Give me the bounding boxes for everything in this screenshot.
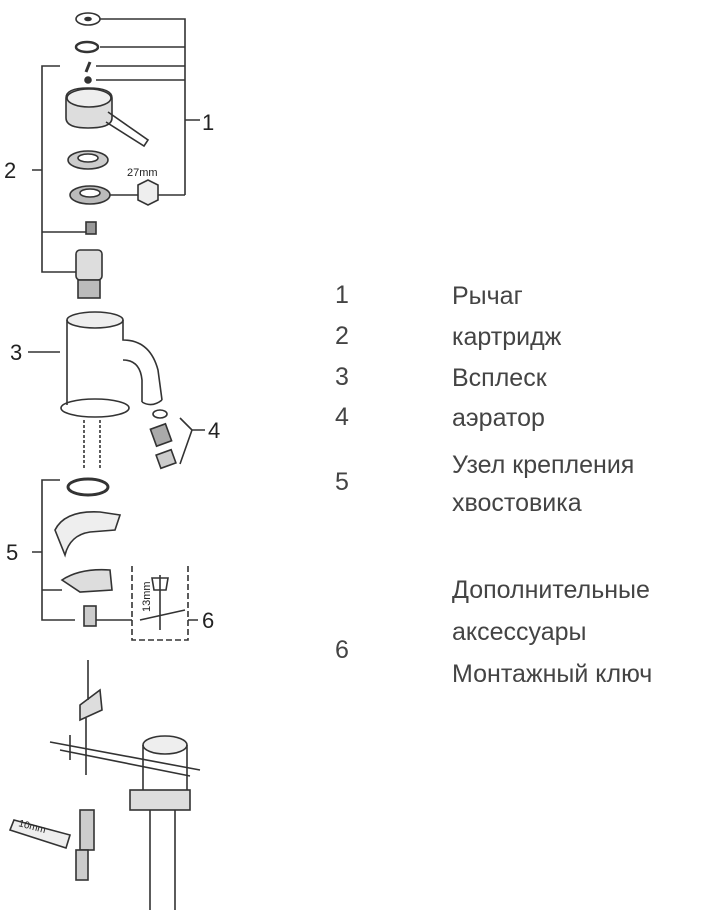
o-ring-part — [74, 40, 100, 54]
legend-label: Всплеск — [452, 364, 547, 392]
faucet-body-part — [28, 311, 163, 418]
callout-4: 4 — [208, 418, 220, 443]
legend-label: аэратор — [452, 404, 545, 432]
callout-2: 2 — [4, 158, 16, 183]
legend-label-line: хвостовика — [452, 489, 582, 517]
legend-label-line: Дополнительные — [452, 576, 650, 604]
legend-number: 1 — [335, 281, 349, 309]
legend-number: 6 — [335, 636, 349, 664]
legend-number: 4 — [335, 403, 349, 431]
wrench-size-label: 13mm — [141, 581, 153, 612]
legend-label: Рычаг — [452, 282, 523, 310]
nut-size-label: 27mm — [127, 167, 158, 179]
drain-part — [129, 735, 191, 910]
callout-6: 6 — [202, 608, 214, 633]
callout-5: 5 — [6, 540, 18, 565]
callout-1: 1 — [202, 110, 214, 135]
hex-nut-icon — [137, 179, 159, 206]
legend-number: 3 — [335, 363, 349, 391]
wrench-6-part: 13mm — [96, 566, 198, 641]
cartridge-part — [75, 249, 103, 299]
lever-part — [65, 87, 150, 148]
gasket-part — [66, 477, 110, 497]
legend-label-line: Узел крепления — [452, 451, 635, 479]
callout-3: 3 — [10, 340, 22, 365]
legend-label: Монтажный ключ — [452, 660, 653, 688]
legend-label-line: аксессуары — [452, 618, 587, 646]
key-10mm-part: 10mm — [8, 818, 72, 850]
legend-number: 2 — [335, 322, 349, 350]
legend-label: картридж — [452, 323, 562, 351]
legend-number: 5 — [335, 468, 349, 496]
